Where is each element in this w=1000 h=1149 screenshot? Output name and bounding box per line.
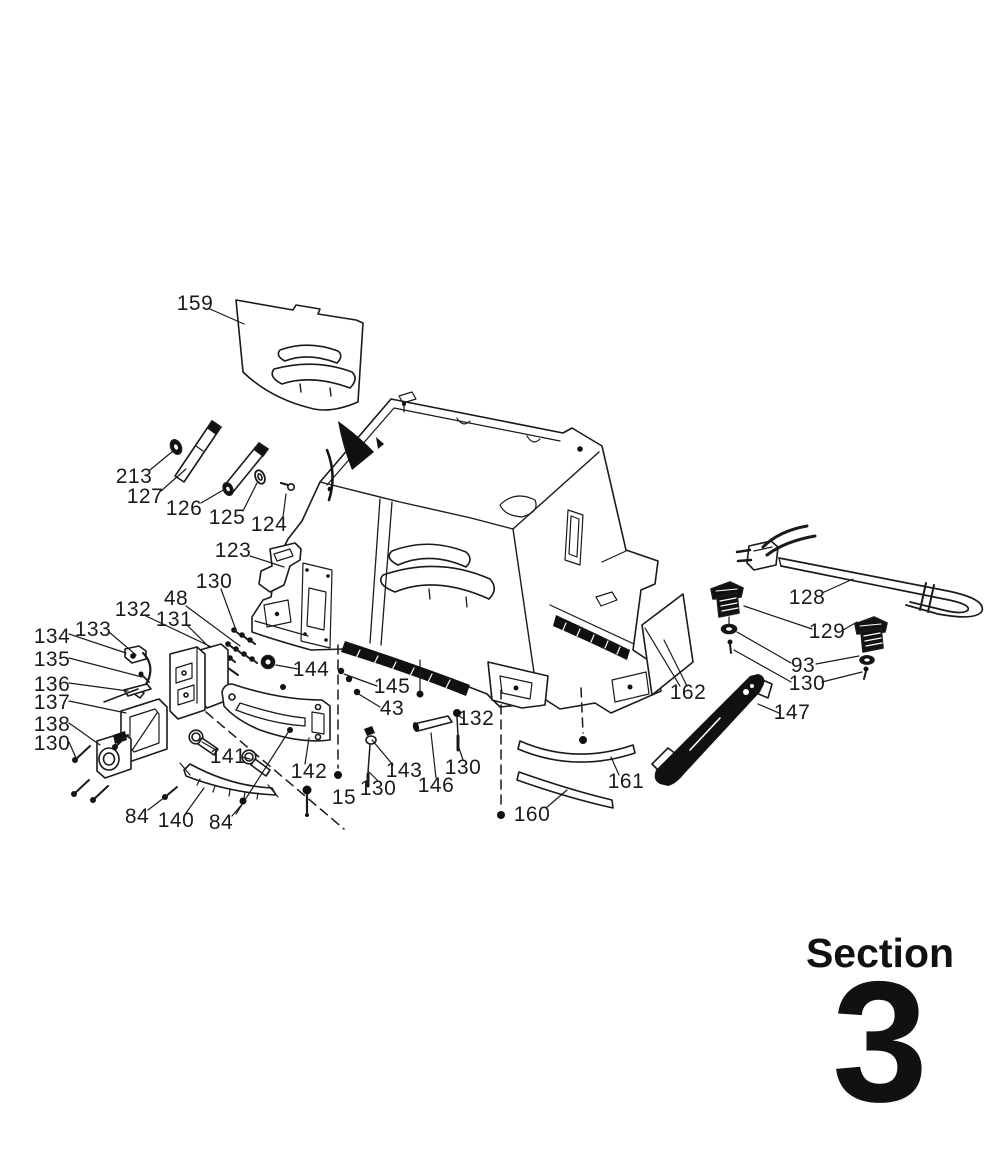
callout-15: 15 <box>331 786 357 809</box>
callout-213: 213 <box>115 465 153 488</box>
callout-48: 48 <box>163 587 189 610</box>
callout-128: 128 <box>788 586 826 609</box>
callout-131: 131 <box>155 608 193 631</box>
section-title: Section <box>805 930 955 976</box>
callout-138: 138 <box>33 713 71 736</box>
callout-141: 141 <box>209 745 247 768</box>
callout-142: 142 <box>290 760 328 783</box>
callout-125: 125 <box>208 506 246 529</box>
callout-136: 136 <box>33 673 71 696</box>
callout-130-e: 130 <box>788 672 826 695</box>
alignment-dashed-lines <box>205 644 587 830</box>
callout-135: 135 <box>33 648 71 671</box>
callout-130-d: 130 <box>444 756 482 779</box>
part-147-bracket <box>651 674 780 786</box>
callout-140: 140 <box>157 809 195 832</box>
part-162-panel <box>641 593 694 696</box>
part-group-handle-bracket <box>179 683 331 817</box>
part-123-bracket <box>249 542 302 593</box>
section-number: 3 <box>832 946 928 1138</box>
callout-123: 123 <box>214 539 252 562</box>
callout-127: 127 <box>126 485 164 508</box>
callout-145: 145 <box>373 675 411 698</box>
callout-162: 162 <box>669 681 707 704</box>
part-group-switch-keys <box>710 581 888 683</box>
part-128-power-cord <box>735 524 984 618</box>
callout-143: 143 <box>385 759 423 782</box>
callout-147: 147 <box>773 701 811 724</box>
callout-84-a: 84 <box>124 805 150 828</box>
callout-132-b: 132 <box>457 707 495 730</box>
callout-161: 161 <box>607 770 645 793</box>
callout-129: 129 <box>808 620 846 643</box>
part-group-scale-strips <box>516 740 636 809</box>
callout-84-b: 84 <box>208 811 234 834</box>
part-group-pins-washers <box>149 420 295 518</box>
part-group-switch-assembly <box>68 631 229 811</box>
callout-93: 93 <box>790 654 816 677</box>
callout-134: 134 <box>33 625 71 648</box>
part-159-panel <box>209 299 364 411</box>
callout-130-b: 130 <box>33 732 71 755</box>
callout-160: 160 <box>513 803 551 826</box>
callout-137: 137 <box>33 691 71 714</box>
callout-130-c: 130 <box>359 777 397 800</box>
callout-124: 124 <box>250 513 288 536</box>
callout-132-a: 132 <box>114 598 152 621</box>
callout-159: 159 <box>176 292 214 315</box>
callout-144: 144 <box>292 658 330 681</box>
part-main-housing <box>251 391 662 714</box>
callout-43: 43 <box>379 697 405 720</box>
callout-126: 126 <box>165 497 203 520</box>
part-group-small-fasteners <box>337 659 465 788</box>
callout-146: 146 <box>417 774 455 797</box>
callout-130-a: 130 <box>195 570 233 593</box>
callout-133: 133 <box>74 618 112 641</box>
